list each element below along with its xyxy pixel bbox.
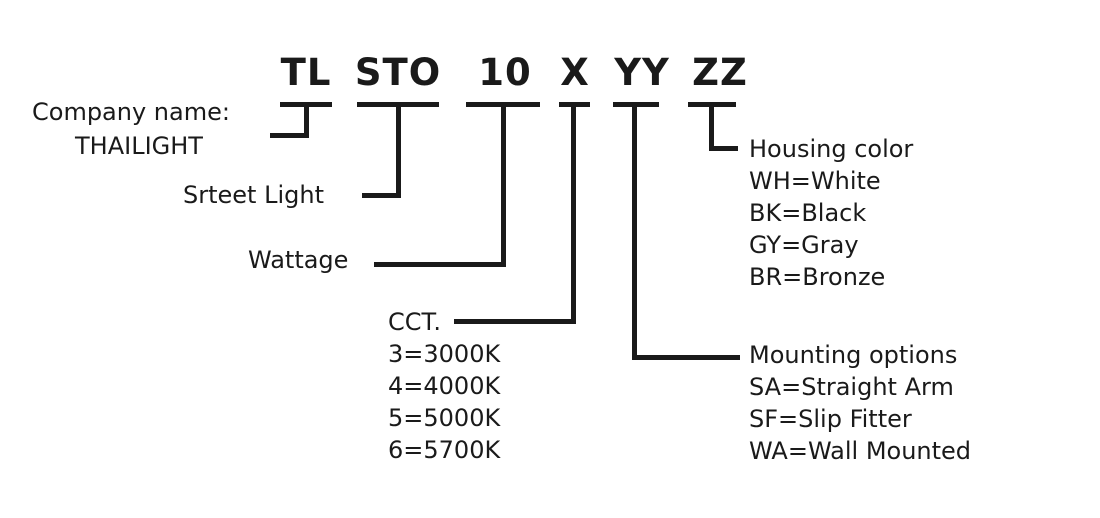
- housing-color-option: GY=Gray: [749, 231, 859, 259]
- connector-color-vertical: [709, 104, 714, 151]
- code-segment-cct: X: [560, 51, 590, 94]
- cct-title: CCT.: [388, 308, 441, 336]
- connector-wattage-vertical: [501, 104, 506, 267]
- housing-color-option: WH=White: [749, 167, 881, 195]
- cct-option: 6=5700K: [388, 436, 501, 464]
- company-value: THAILIGHT: [75, 132, 203, 160]
- street-light-label: Srteet Light: [183, 181, 324, 209]
- code-segment-tl: TL: [280, 51, 332, 94]
- mounting-option: WA=Wall Mounted: [749, 437, 972, 465]
- mounting-option: SF=Slip Fitter: [749, 405, 912, 433]
- code-segment-sto: STO: [354, 51, 442, 94]
- connector-street-light-horizontal: [362, 193, 401, 198]
- code-segment-mounting: YY: [614, 51, 670, 94]
- connector-cct-horizontal: [454, 319, 576, 324]
- housing-color-option: BR=Bronze: [749, 263, 886, 291]
- connector-wattage-horizontal: [374, 262, 506, 267]
- cct-option: 5=5000K: [388, 404, 501, 432]
- housing-color-option: BK=Black: [749, 199, 867, 227]
- mounting-title: Mounting options: [749, 341, 958, 369]
- cct-option: 3=3000K: [388, 340, 501, 368]
- connector-street-light-vertical: [396, 104, 401, 198]
- code-segment-wattage: 10: [478, 51, 532, 94]
- connector-company-horizontal: [270, 133, 309, 138]
- connector-company-vertical: [304, 104, 309, 138]
- cct-option: 4=4000K: [388, 372, 501, 400]
- mounting-option: SA=Straight Arm: [749, 373, 954, 401]
- connector-mounting-vertical: [632, 104, 637, 360]
- code-segment-color: ZZ: [692, 51, 748, 94]
- company-title: Company name:: [32, 98, 230, 126]
- wattage-label: Wattage: [248, 246, 349, 274]
- housing-color-title: Housing color: [749, 135, 914, 163]
- connector-mounting-horizontal: [632, 355, 740, 360]
- connector-cct-vertical: [571, 104, 576, 324]
- connector-color-horizontal: [709, 146, 738, 151]
